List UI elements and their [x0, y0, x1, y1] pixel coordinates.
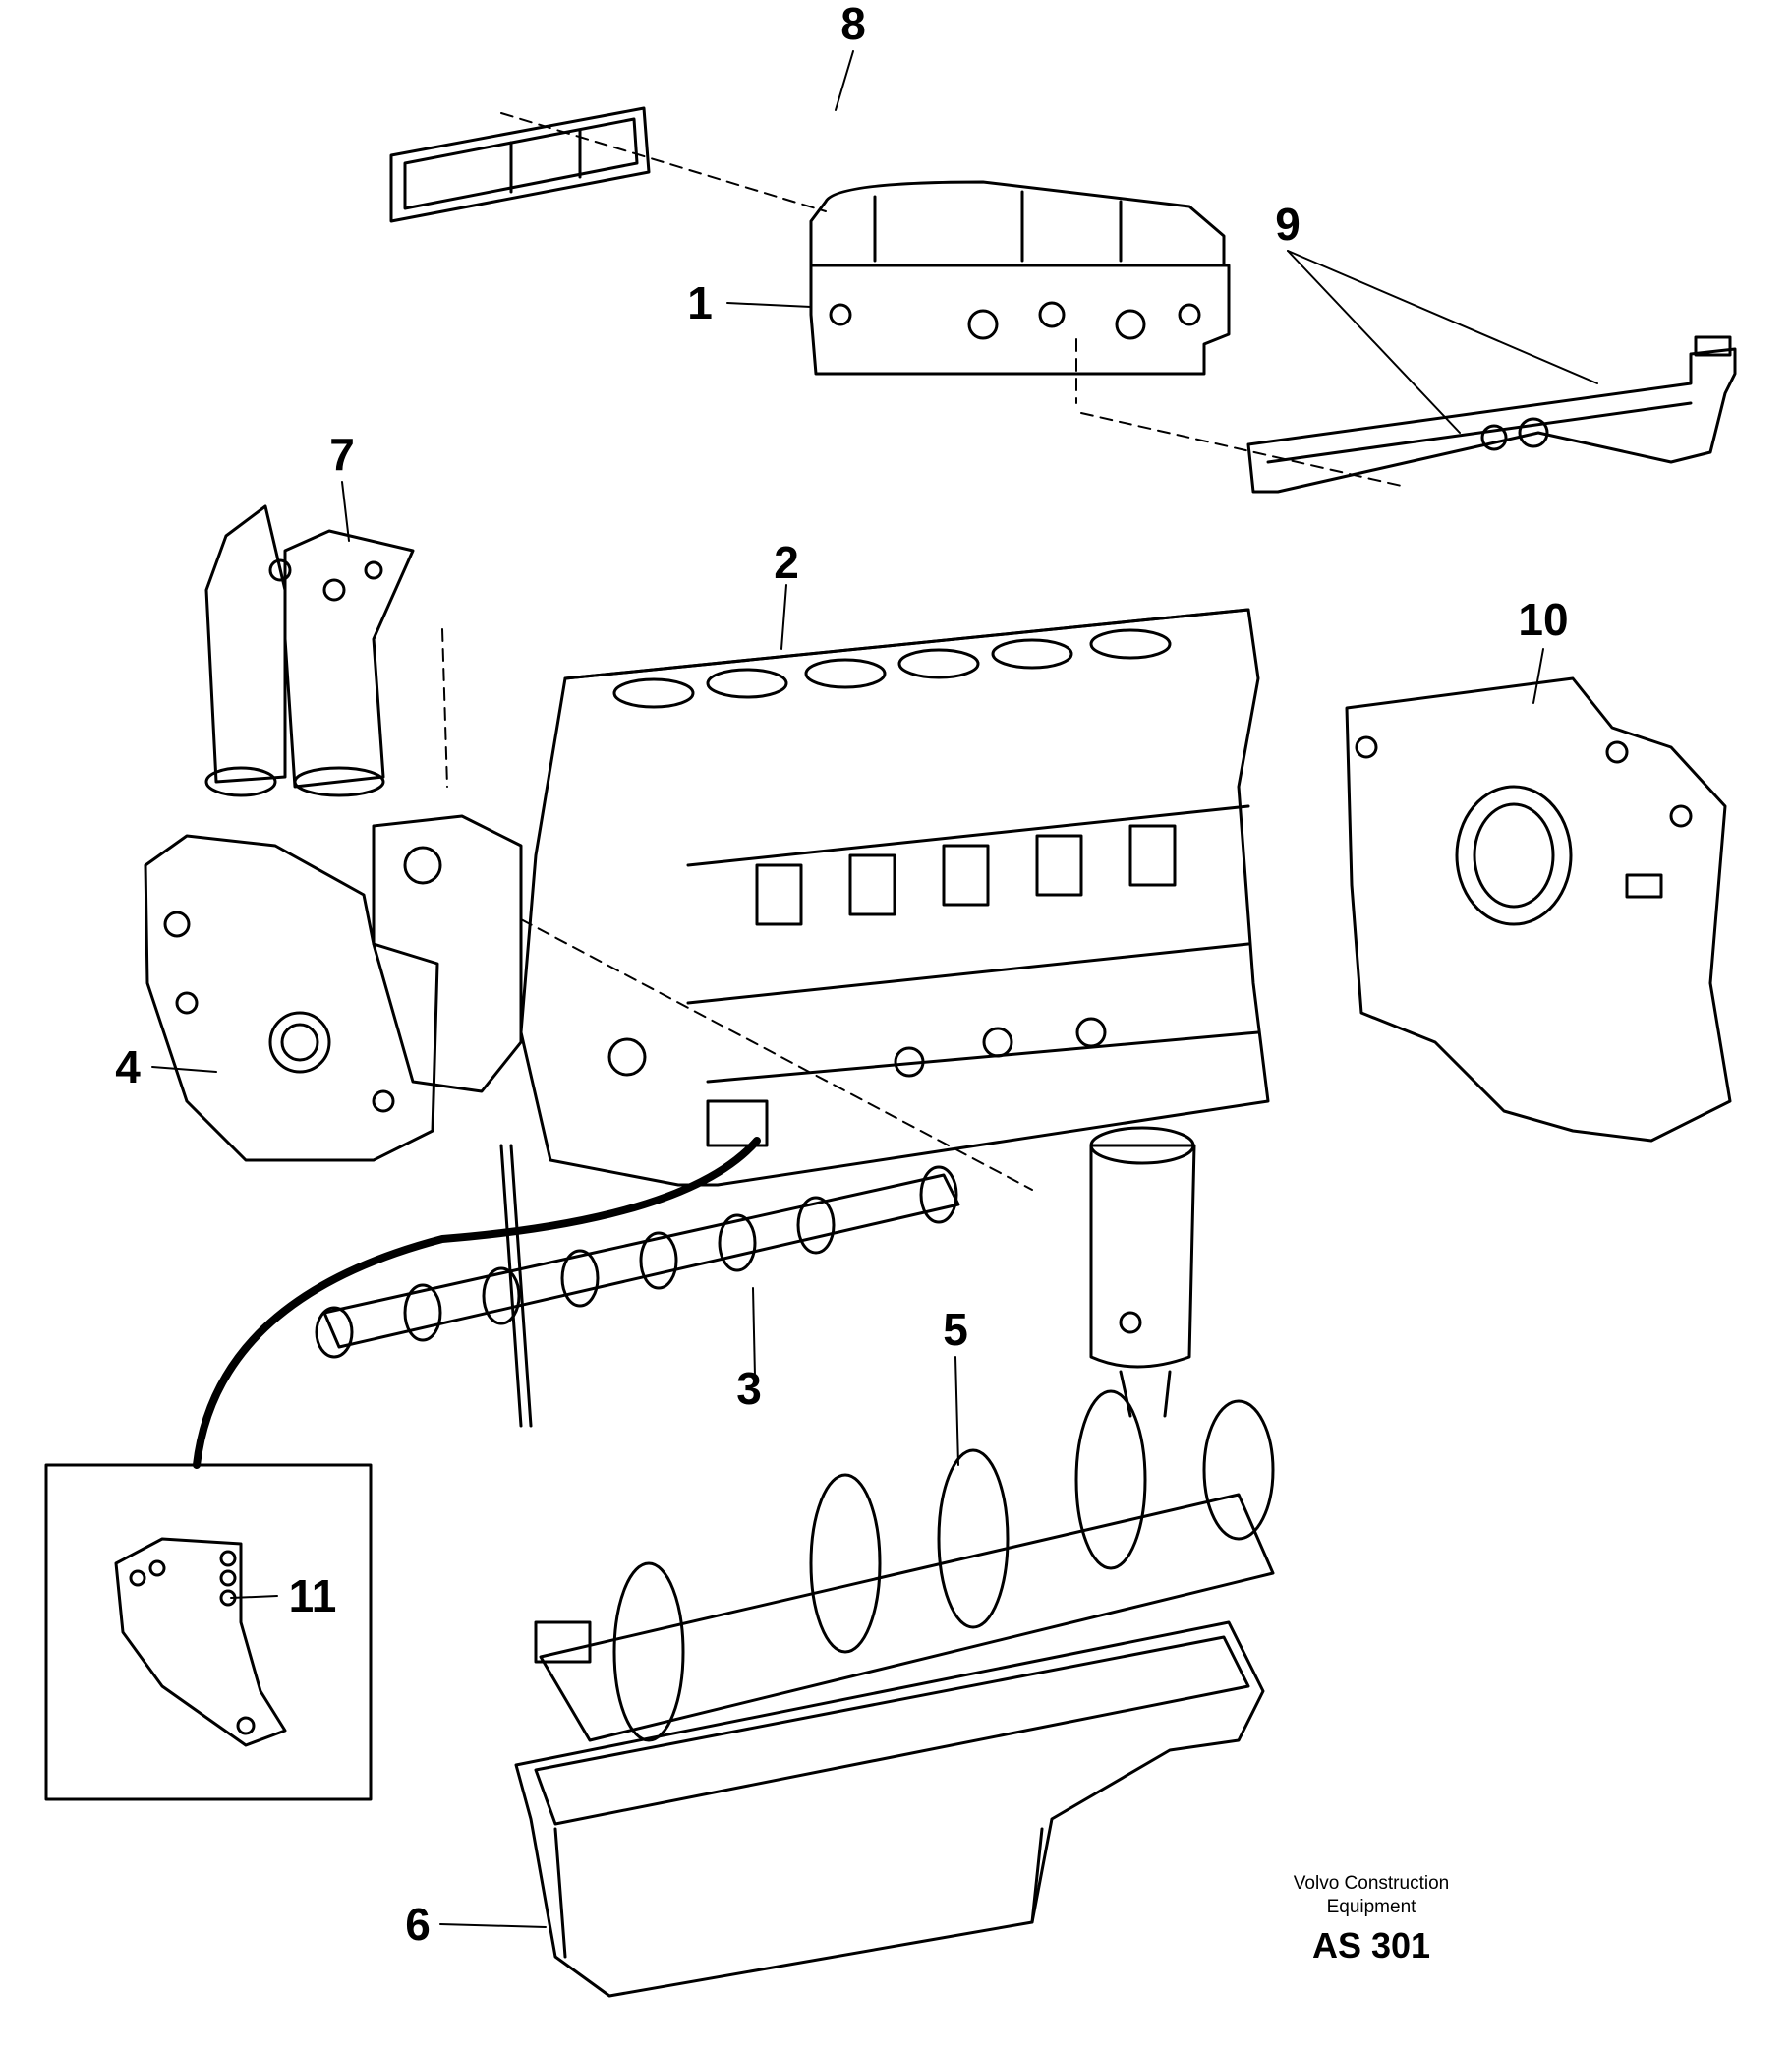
inset-lead	[193, 1137, 761, 1469]
crankshaft	[534, 1389, 1275, 1742]
callout-11: 11	[288, 1570, 337, 1621]
callout-8: 8	[840, 0, 866, 49]
exhaust-manifold	[1246, 335, 1737, 494]
callout-6: 6	[405, 1899, 431, 1950]
oil-pan	[514, 1620, 1265, 1998]
diagram-code: AS 301	[1311, 1925, 1431, 1966]
alignment-lines	[441, 112, 1407, 1191]
leader-lines	[151, 50, 1598, 1928]
callout-3: 3	[736, 1363, 762, 1414]
callout-7: 7	[329, 429, 355, 480]
callout-5: 5	[943, 1304, 968, 1355]
credit-division: Equipment	[1326, 1897, 1416, 1917]
cylinder-head	[809, 180, 1231, 376]
callout-9: 9	[1275, 199, 1301, 250]
callout-1: 1	[687, 277, 713, 328]
cylinder-block	[519, 608, 1270, 1187]
oil-filter-assembly	[204, 504, 415, 797]
piston-liner	[1089, 1126, 1196, 1418]
callout-10: 10	[1518, 594, 1569, 645]
flywheel-housing	[1345, 676, 1732, 1143]
callout-2: 2	[774, 537, 799, 588]
inset-bracket-detail	[44, 1463, 373, 1801]
rocker-cover-gasket	[389, 106, 651, 223]
camshaft	[315, 1144, 960, 1428]
credit-manufacturer: Volvo Construction	[1293, 1873, 1450, 1894]
callout-4: 4	[115, 1041, 141, 1092]
timing-gear-cover	[144, 814, 523, 1162]
